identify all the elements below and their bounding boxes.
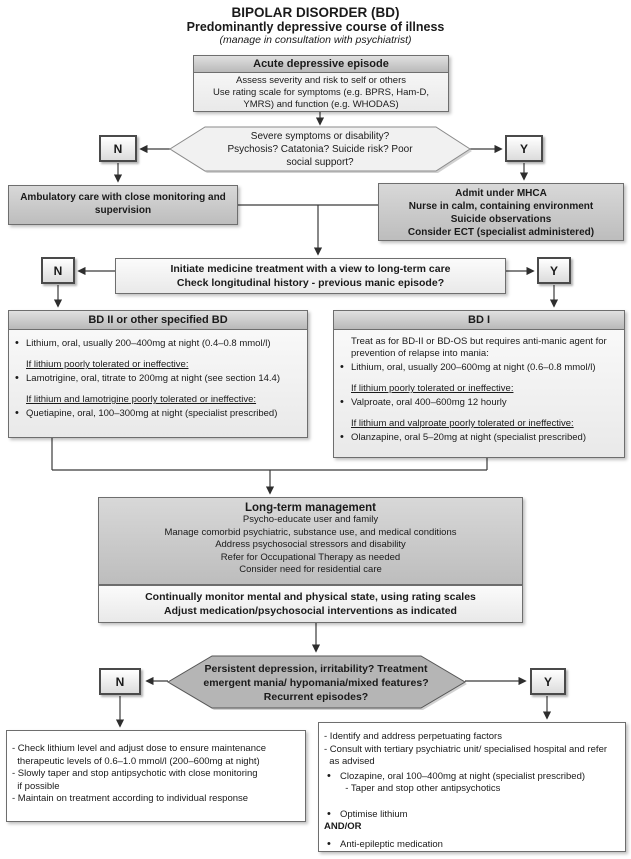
bd1-item-olanzapine: Olanzapine, oral 5–20mg at night (specia… <box>338 431 620 444</box>
page-note: (manage in consultation with psychiatris… <box>219 34 412 46</box>
yes-badge-severity: Y <box>505 135 543 162</box>
monitor-box: Continually monitor mental and physical … <box>98 585 523 623</box>
severity-decision-hexagon-shape <box>169 126 472 173</box>
no-badge-relapse: N <box>99 668 141 695</box>
outcome-yes-box: - Identify and address perpetuating fact… <box>318 722 626 852</box>
acute-episode-header: Acute depressive episode <box>194 56 448 73</box>
severity-decision-text: Severe symptoms or disability? Psychosis… <box>227 131 413 168</box>
bd2-header: BD II or other specified BD <box>9 311 307 330</box>
relapse-decision-hexagon-shape <box>167 655 467 710</box>
bd1-header: BD I <box>334 311 624 330</box>
no-badge-manic-history: N <box>41 257 75 284</box>
no-badge-severity: N <box>99 135 137 162</box>
outcome-no-box: - Check lithium level and adjust dose to… <box>6 730 306 822</box>
bd1-box: BD I Treat as for BD-II or BD-OS but req… <box>333 310 625 458</box>
bd1-body: Treat as for BD-II or BD-OS but requires… <box>334 330 624 444</box>
longterm-box: Long-term management Psycho-educate user… <box>98 497 523 585</box>
outcome-yes-clozapine: Clozapine, oral 100–400mg at night (spec… <box>324 770 621 796</box>
bd2-item-lamotrigine: Lamotrigine, oral, titrate to 200mg at n… <box>13 372 303 385</box>
initiate-treatment-box: Initiate medicine treatment with a view … <box>115 258 506 294</box>
bd1-intro: Treat as for BD-II or BD-OS but requires… <box>351 336 607 359</box>
title-block: BIPOLAR DISORDER (BD) Predominantly depr… <box>0 5 631 46</box>
bd2-box: BD II or other specified BD Lithium, ora… <box>8 310 308 438</box>
outcome-yes-dashes: - Identify and address perpetuating fact… <box>324 731 608 767</box>
bd2-condition-1: If lithium poorly tolerated or ineffecti… <box>26 359 189 370</box>
page-title: BIPOLAR DISORDER (BD) <box>231 5 400 20</box>
longterm-body: Psycho-educate user and family Manage co… <box>164 514 457 575</box>
bd2-item-lithium: Lithium, oral, usually 200–400mg at nigh… <box>13 337 303 350</box>
bd1-item-valproate: Valproate, oral 400–600mg 12 hourly <box>338 396 620 409</box>
bd1-item-lithium: Lithium, oral, usually 200–600mg at nigh… <box>338 361 620 374</box>
yes-badge-manic-history: Y <box>537 257 571 284</box>
relapse-decision-text: Persistent depression, irritability? Tre… <box>203 663 429 703</box>
acute-episode-box: Acute depressive episode Assess severity… <box>193 55 449 112</box>
page-subtitle: Predominantly depressive course of illne… <box>186 20 445 34</box>
outcome-yes-antiepileptic: Anti-epileptic medication <box>324 838 621 852</box>
longterm-header: Long-term management <box>245 502 376 514</box>
bd2-body: Lithium, oral, usually 200–400mg at nigh… <box>9 330 307 420</box>
outcome-yes-optimise: Optimise lithium <box>324 808 621 822</box>
bd1-condition-1: If lithium poorly tolerated or ineffecti… <box>351 383 514 394</box>
outcome-yes-andor: AND/OR <box>324 821 362 832</box>
yes-badge-relapse: Y <box>530 668 566 695</box>
bd2-item-quetiapine: Quetiapine, oral, 100–300mg at night (sp… <box>13 407 303 420</box>
acute-episode-body: Assess severity and risk to self or othe… <box>213 75 429 110</box>
ambulatory-care-box: Ambulatory care with close monitoring an… <box>8 185 238 225</box>
flow-arrows <box>51 112 559 728</box>
bd1-condition-2: If lithium and valproate poorly tolerate… <box>351 418 574 429</box>
admit-box: Admit under MHCA Nurse in calm, containi… <box>378 183 624 241</box>
bd2-condition-2: If lithium and lamotrigine poorly tolera… <box>26 394 257 405</box>
